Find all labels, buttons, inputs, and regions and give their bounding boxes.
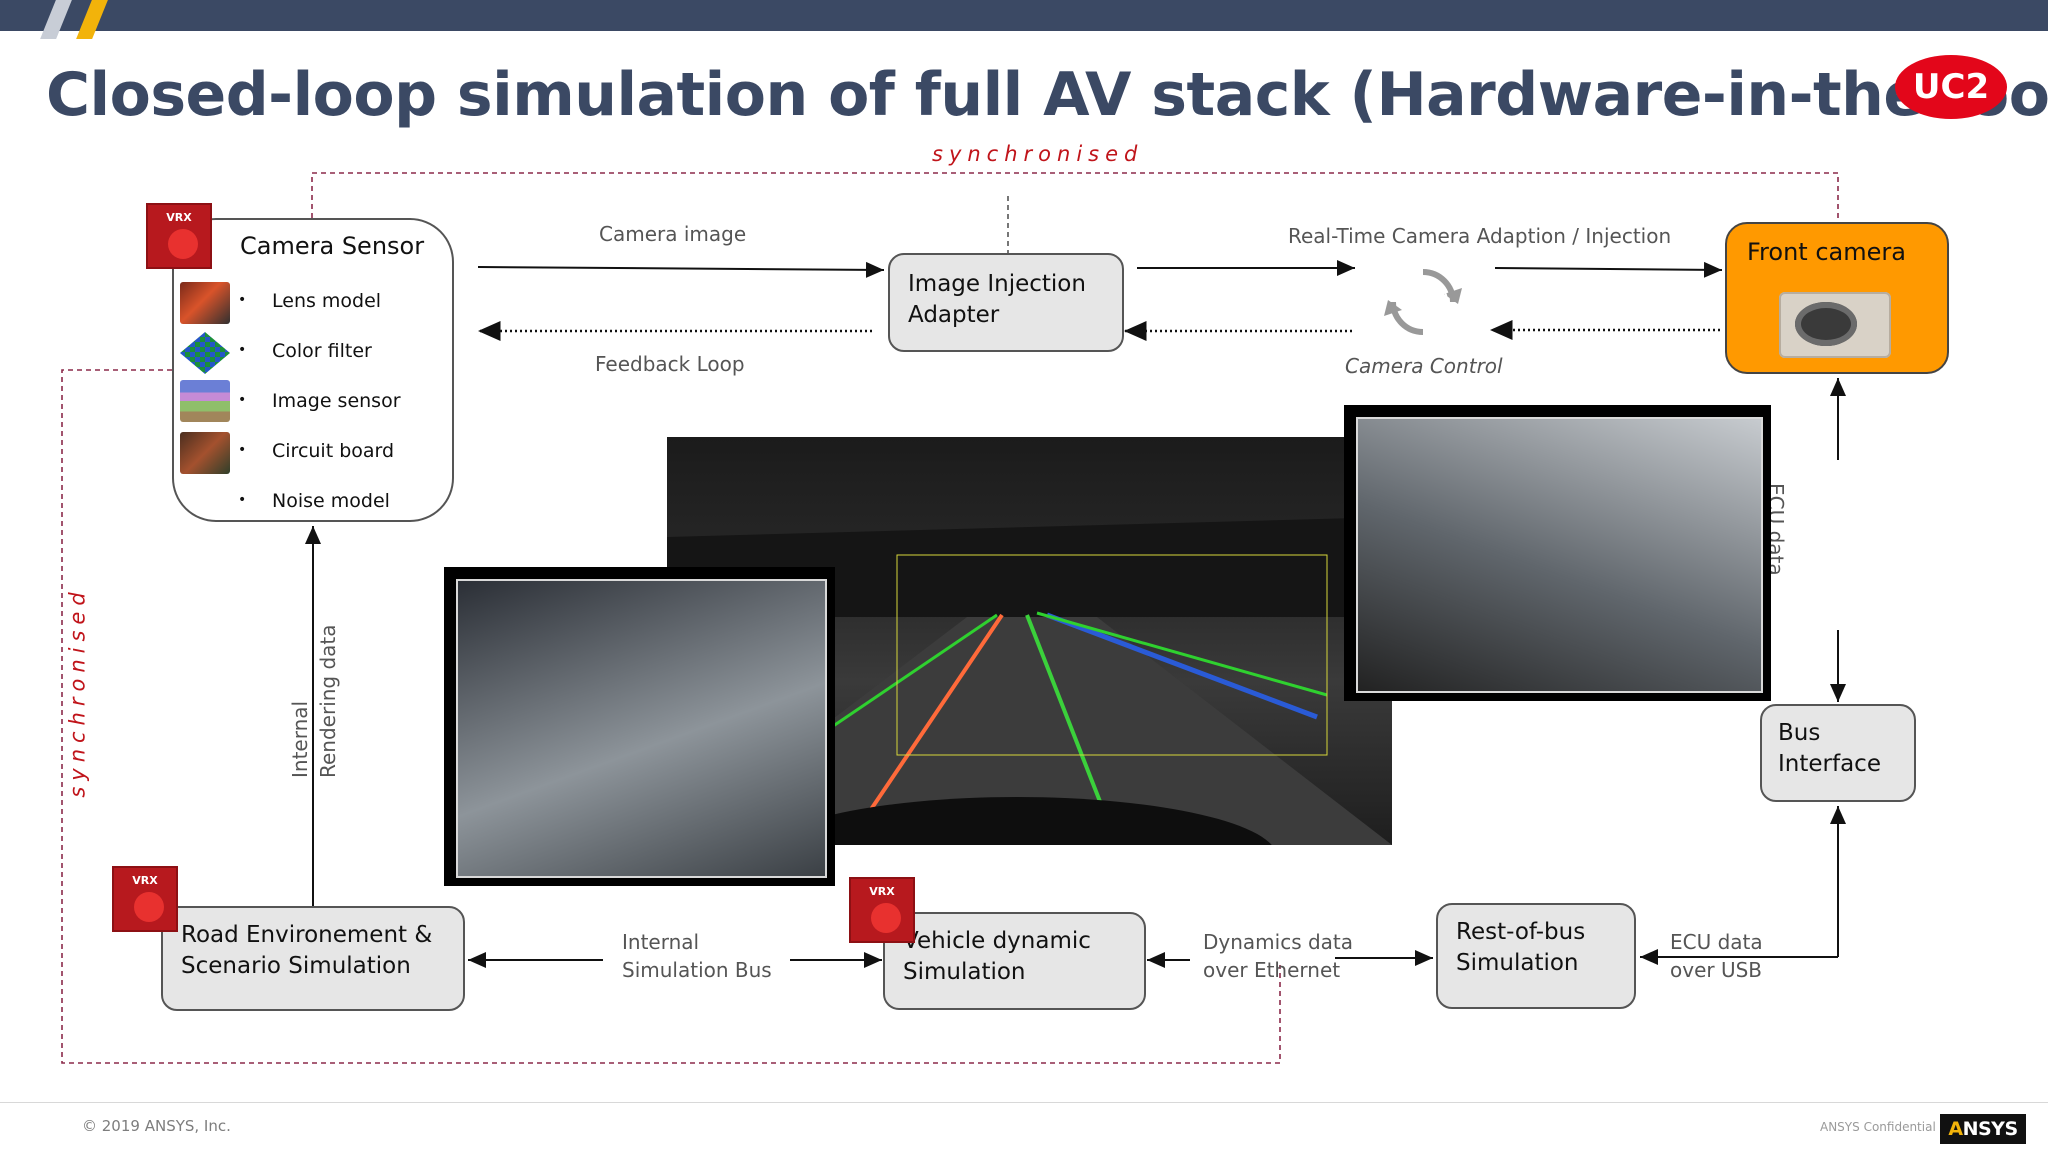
- rt-adaption-arrow-2: [1494, 261, 1723, 278]
- camera-image-arrow: [477, 261, 885, 278]
- bullet: •: [238, 442, 247, 458]
- footer-confidential: ANSYS Confidential: [1820, 1120, 1936, 1134]
- left-camera-frame: [444, 567, 835, 886]
- front-camera-node: Front camera: [1725, 222, 1949, 374]
- edge-label-ecu-usb: ECU data over USB: [1670, 930, 1763, 982]
- bullet: •: [238, 342, 247, 358]
- color-filter-thumbnail: [180, 332, 230, 374]
- road-environment-label: Road Environement & Scenario Simulation: [181, 922, 433, 979]
- footer-divider: [0, 1102, 2048, 1103]
- edge-label-internal-bus: Internal Simulation Bus: [622, 930, 772, 982]
- lens-model-thumbnail: [180, 282, 230, 324]
- top-bar: [0, 0, 2048, 31]
- edge-label-rt-adaption: Real-Time Camera Adaption / Injection: [1288, 224, 1672, 248]
- cam-item-image-sensor: Image sensor: [272, 390, 401, 412]
- image-injection-label: Image Injection Adapter: [908, 271, 1086, 328]
- page-title: Closed-loop simulation of full AV stack …: [46, 60, 2048, 130]
- edge-label-internal-rendering: Internal Rendering data: [288, 624, 340, 778]
- ansys-logo: ANSYS: [1940, 1114, 2026, 1144]
- sync-top-label: synchronised: [932, 142, 1144, 166]
- bus-interface-label: Bus Interface: [1778, 720, 1881, 777]
- vrx-logo-icon: VRX: [146, 203, 212, 269]
- vrx-logo-icon: VRX: [112, 866, 178, 932]
- bullet: •: [238, 292, 247, 308]
- road-environment-node: Road Environement & Scenario Simulation: [161, 906, 465, 1011]
- circuit-board-thumbnail: [180, 432, 230, 474]
- footer-copyright: © 2019 ANSYS, Inc.: [82, 1117, 231, 1135]
- vrx-logo-icon: VRX: [849, 877, 915, 943]
- rest-of-bus-label: Rest-of-bus Simulation: [1456, 919, 1586, 976]
- bullet: •: [238, 392, 247, 408]
- rest-of-bus-node: Rest-of-bus Simulation: [1436, 903, 1636, 1009]
- bus-interface-node: Bus Interface: [1760, 704, 1916, 802]
- cam-item-circuit-board: Circuit board: [272, 440, 395, 462]
- bullet: •: [238, 492, 247, 508]
- edge-label-camera-image: Camera image: [599, 222, 747, 246]
- use-case-badge: UC2: [1895, 55, 2007, 119]
- sync-left-dashed-line: [61, 369, 1281, 1064]
- cam-item-color-filter: Color filter: [272, 340, 372, 362]
- camera-sensor-title: Camera Sensor: [240, 232, 425, 260]
- vehicle-dynamic-node: Vehicle dynamic Simulation: [883, 912, 1146, 1010]
- right-camera-frame: [1344, 405, 1771, 701]
- edge-label-dynamics-eth: Dynamics data over Ethernet: [1203, 930, 1354, 982]
- cam-item-noise-model: Noise model: [272, 490, 390, 512]
- camera-sensor-panel: Camera Sensor • Lens model • Color filte…: [172, 218, 454, 522]
- sync-top-dashed-line: [311, 172, 1839, 222]
- simulation-scene: [667, 517, 1392, 845]
- sync-left-label: synchronised: [65, 586, 90, 798]
- vehicle-dynamic-label: Vehicle dynamic Simulation: [903, 928, 1091, 985]
- front-camera-title: Front camera: [1747, 238, 1906, 266]
- edge-label-camera-control: Camera Control: [1345, 354, 1503, 378]
- camera-chip-icon: [1779, 292, 1891, 358]
- cam-item-lens-model: Lens model: [272, 290, 382, 312]
- edge-label-feedback-loop: Feedback Loop: [595, 352, 745, 376]
- image-injection-adapter-node: Image Injection Adapter: [888, 253, 1124, 352]
- refresh-cycle-icon: [1384, 269, 1462, 335]
- image-sensor-thumbnail: [180, 380, 230, 422]
